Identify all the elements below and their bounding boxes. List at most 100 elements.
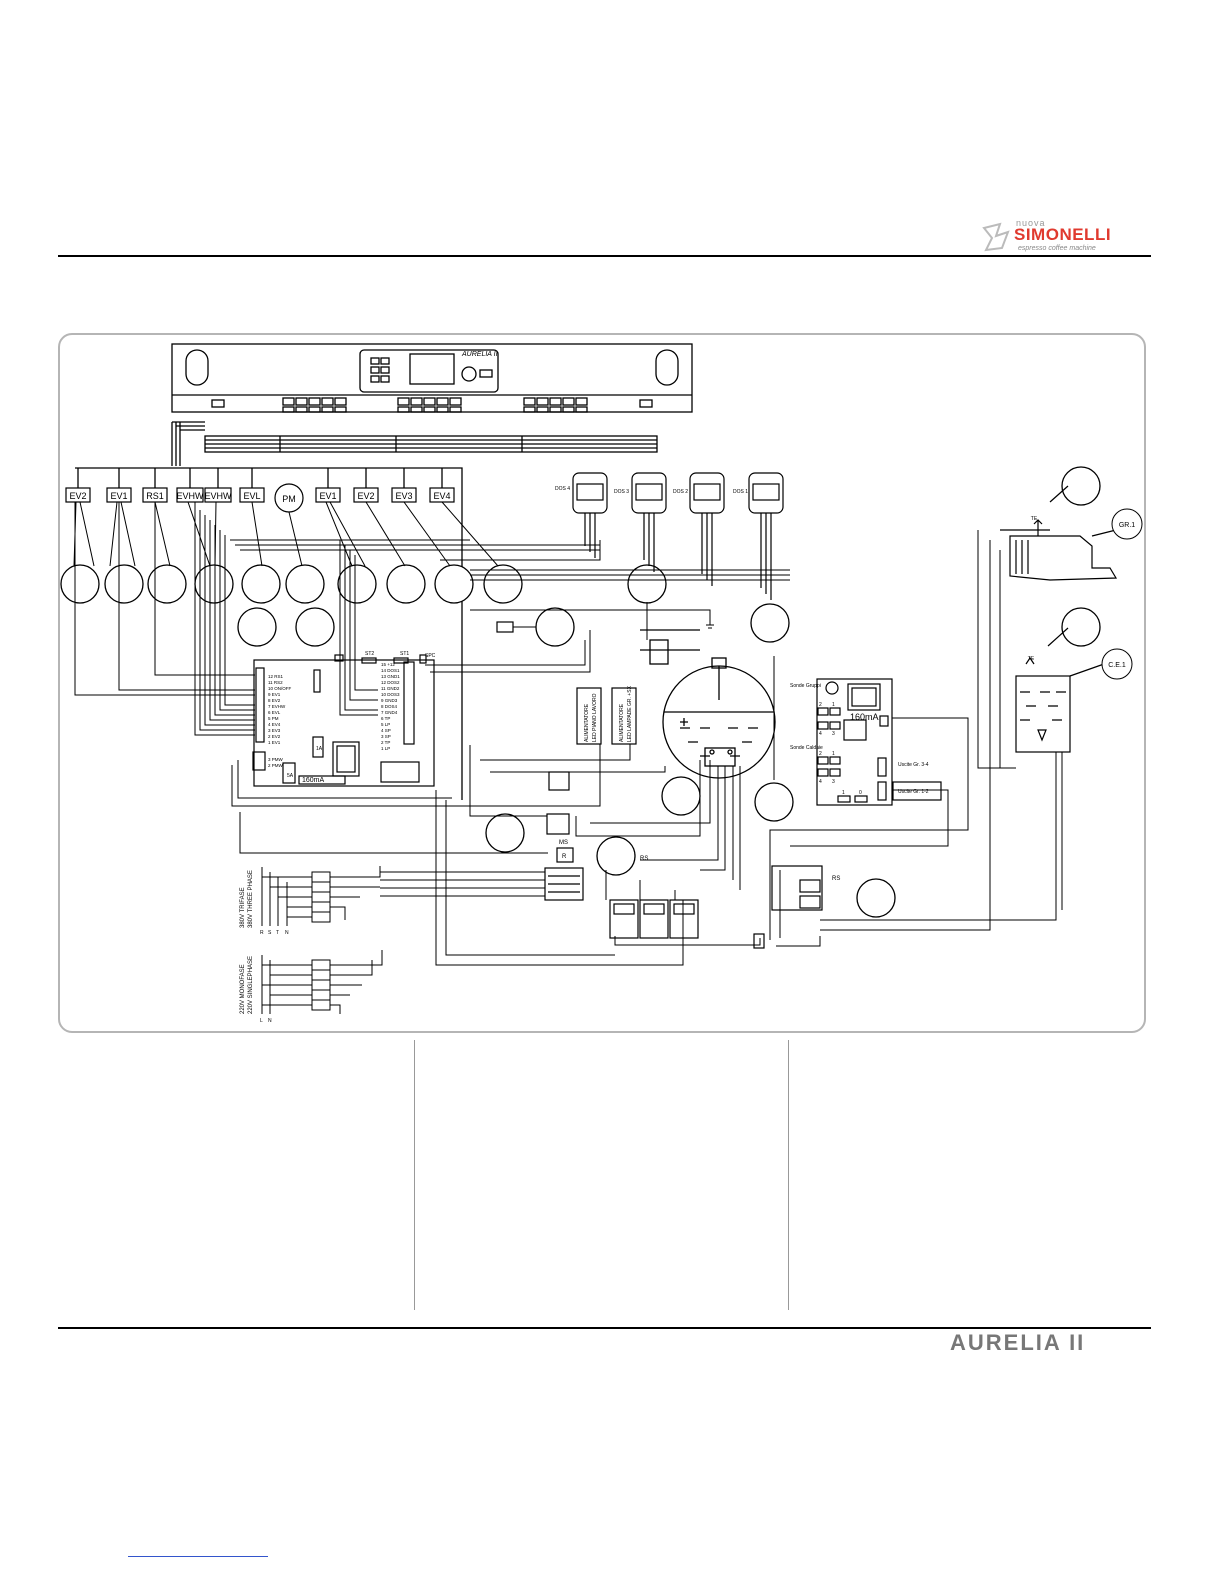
svg-text:0: 0 — [859, 790, 862, 796]
valve-label-4: EVHW — [205, 491, 233, 501]
svg-text:8 DOS4: 8 DOS4 — [381, 704, 398, 709]
svg-text:2: 2 — [819, 702, 822, 708]
callout-circles — [60, 466, 1101, 918]
column-divider-1 — [414, 1040, 415, 1310]
footer-rule — [58, 1327, 1151, 1329]
svg-text:N: N — [268, 1018, 272, 1024]
fuse-5a-label: 5A — [287, 773, 294, 779]
header-rule — [58, 255, 1151, 257]
keypad-left — [211, 397, 347, 413]
valve-label-0: EV2 — [69, 491, 86, 501]
svg-text:12 DOS2: 12 DOS2 — [381, 680, 400, 685]
three-phase-label-it: 380V TRIFASE — [240, 887, 246, 928]
pump-motor-label: PM — [282, 494, 296, 504]
doser-label-1: DOS 1 — [733, 489, 748, 495]
valve-label-5: EVL — [243, 491, 260, 501]
valve-label-9: EV3 — [395, 491, 412, 501]
footer-product-logo: AURELIA II — [950, 1330, 1086, 1355]
svg-text:4 SP: 4 SP — [381, 728, 391, 733]
svg-text:6 EVL: 6 EVL — [268, 710, 281, 715]
svg-text:7 GND4: 7 GND4 — [381, 710, 398, 715]
svg-text:11 RS2: 11 RS2 — [268, 680, 283, 685]
single-phase-terminals — [261, 950, 383, 1014]
logo-mark-icon — [982, 222, 1010, 252]
svg-text:1: 1 — [842, 790, 845, 796]
svg-text:LED PIANO LAVORO: LED PIANO LAVORO — [592, 693, 598, 742]
three-phase-label-en: 380V THREE PHASE — [248, 870, 254, 928]
svg-text:R: R — [260, 930, 264, 936]
svg-text:4: 4 — [819, 731, 822, 737]
svg-text:3: 3 — [832, 731, 835, 737]
te-bottom-label: TE — [1028, 656, 1035, 662]
board-spc: SPC — [425, 653, 436, 659]
rs2-label: RS — [832, 876, 840, 882]
relay-ms — [546, 813, 570, 835]
svg-text:1: 1 — [832, 751, 835, 757]
svg-text:7 EVHW: 7 EVHW — [268, 704, 286, 709]
sonde-caldaie-label: Sonde Caldaie — [790, 745, 823, 751]
svg-text:15 +12: 15 +12 — [381, 662, 395, 667]
svg-text:3 EV3: 3 EV3 — [268, 728, 281, 733]
board-right-pins: 15 +12 14 DOS1 13 GND1 12 DOS2 11 GND2 1… — [381, 662, 400, 751]
display-screen — [409, 353, 455, 385]
svg-text:10 DOS3: 10 DOS3 — [381, 692, 400, 697]
mono-phase-label-it: 220V MONOFASE — [240, 964, 246, 1014]
diagram-frame — [58, 333, 1146, 1033]
svg-text:3: 3 — [832, 779, 835, 785]
svg-text:9 EV1: 9 EV1 — [268, 692, 281, 697]
steam-unit — [1015, 627, 1105, 753]
r-label: R — [562, 854, 567, 860]
svg-text:ALIMENTATORE: ALIMENTATORE — [619, 703, 625, 742]
svg-text:LED LAMPADE GR. +SX: LED LAMPADE GR. +SX — [627, 685, 633, 742]
relay-1 — [548, 771, 570, 791]
valve-label-2: RS1 — [146, 491, 164, 501]
uscite-12-label: Uscite Gr. 1-2 — [898, 789, 929, 795]
mono-phase-label-en: 220V SINGLEPHASE — [248, 956, 254, 1014]
doser-label-3: DOS 3 — [614, 489, 629, 495]
fuse-side-label: 160mA — [850, 712, 879, 722]
svg-text:12 RS1: 12 RS1 — [268, 674, 284, 679]
fuse-1a-label: 1A — [316, 746, 323, 752]
valve-label-7: EV1 — [319, 491, 336, 501]
svg-text:8 EV2: 8 EV2 — [268, 698, 281, 703]
valve-label-1: EV1 — [110, 491, 127, 501]
panel-model-label: AURELIA II — [461, 351, 498, 358]
svg-text:2 TP: 2 TP — [381, 740, 390, 745]
svg-text:5 LP: 5 LP — [381, 722, 390, 727]
svg-text:9 GND3: 9 GND3 — [381, 698, 398, 703]
fuse-160ma-label: 160mA — [302, 777, 325, 784]
boiler — [640, 629, 776, 779]
rs-label: RS — [640, 856, 648, 862]
svg-text:1 LP: 1 LP — [381, 746, 390, 751]
three-phase-terminals — [261, 866, 545, 926]
contactor — [544, 867, 584, 901]
doser-label-4: DOS 4 — [555, 486, 570, 492]
svg-text:2 EV2: 2 EV2 — [268, 734, 281, 739]
brand-prefix: nuova — [1016, 218, 1046, 228]
group-head — [1000, 485, 1118, 581]
svg-text:10 ON/OFF: 10 ON/OFF — [268, 686, 292, 691]
svg-text:S: S — [268, 930, 272, 936]
svg-text:11 GND2: 11 GND2 — [381, 686, 400, 691]
svg-text:4 EV4: 4 EV4 — [268, 722, 281, 727]
valve-label-10: EV4 — [433, 491, 450, 501]
uscite-34-label: Uscite Gr. 3-4 — [898, 762, 929, 768]
svg-text:1: 1 — [832, 702, 835, 708]
ms-label: MS — [559, 840, 568, 846]
relay-r — [556, 847, 574, 863]
svg-text:2: 2 — [819, 751, 822, 757]
svg-text:2 PMW: 2 PMW — [268, 763, 284, 768]
svg-text:1 EV1: 1 EV1 — [268, 740, 281, 745]
board-st2: ST2 — [365, 651, 374, 657]
svg-text:T: T — [276, 930, 279, 936]
brand-tagline: espresso coffee machine — [1018, 245, 1096, 252]
board-left-pins: 12 RS1 11 RS2 10 ON/OFF 9 EV1 8 EV2 7 EV… — [268, 674, 292, 768]
svg-text:N: N — [285, 930, 289, 936]
svg-text:14 DOS1: 14 DOS1 — [381, 668, 400, 673]
svg-text:L: L — [260, 1018, 263, 1024]
valve-label-8: EV2 — [357, 491, 374, 501]
led-supply-box-1 — [576, 687, 602, 745]
sonde-gruppi-label: Sonde Gruppi — [790, 683, 821, 689]
svg-text:13 GND1: 13 GND1 — [381, 674, 400, 679]
